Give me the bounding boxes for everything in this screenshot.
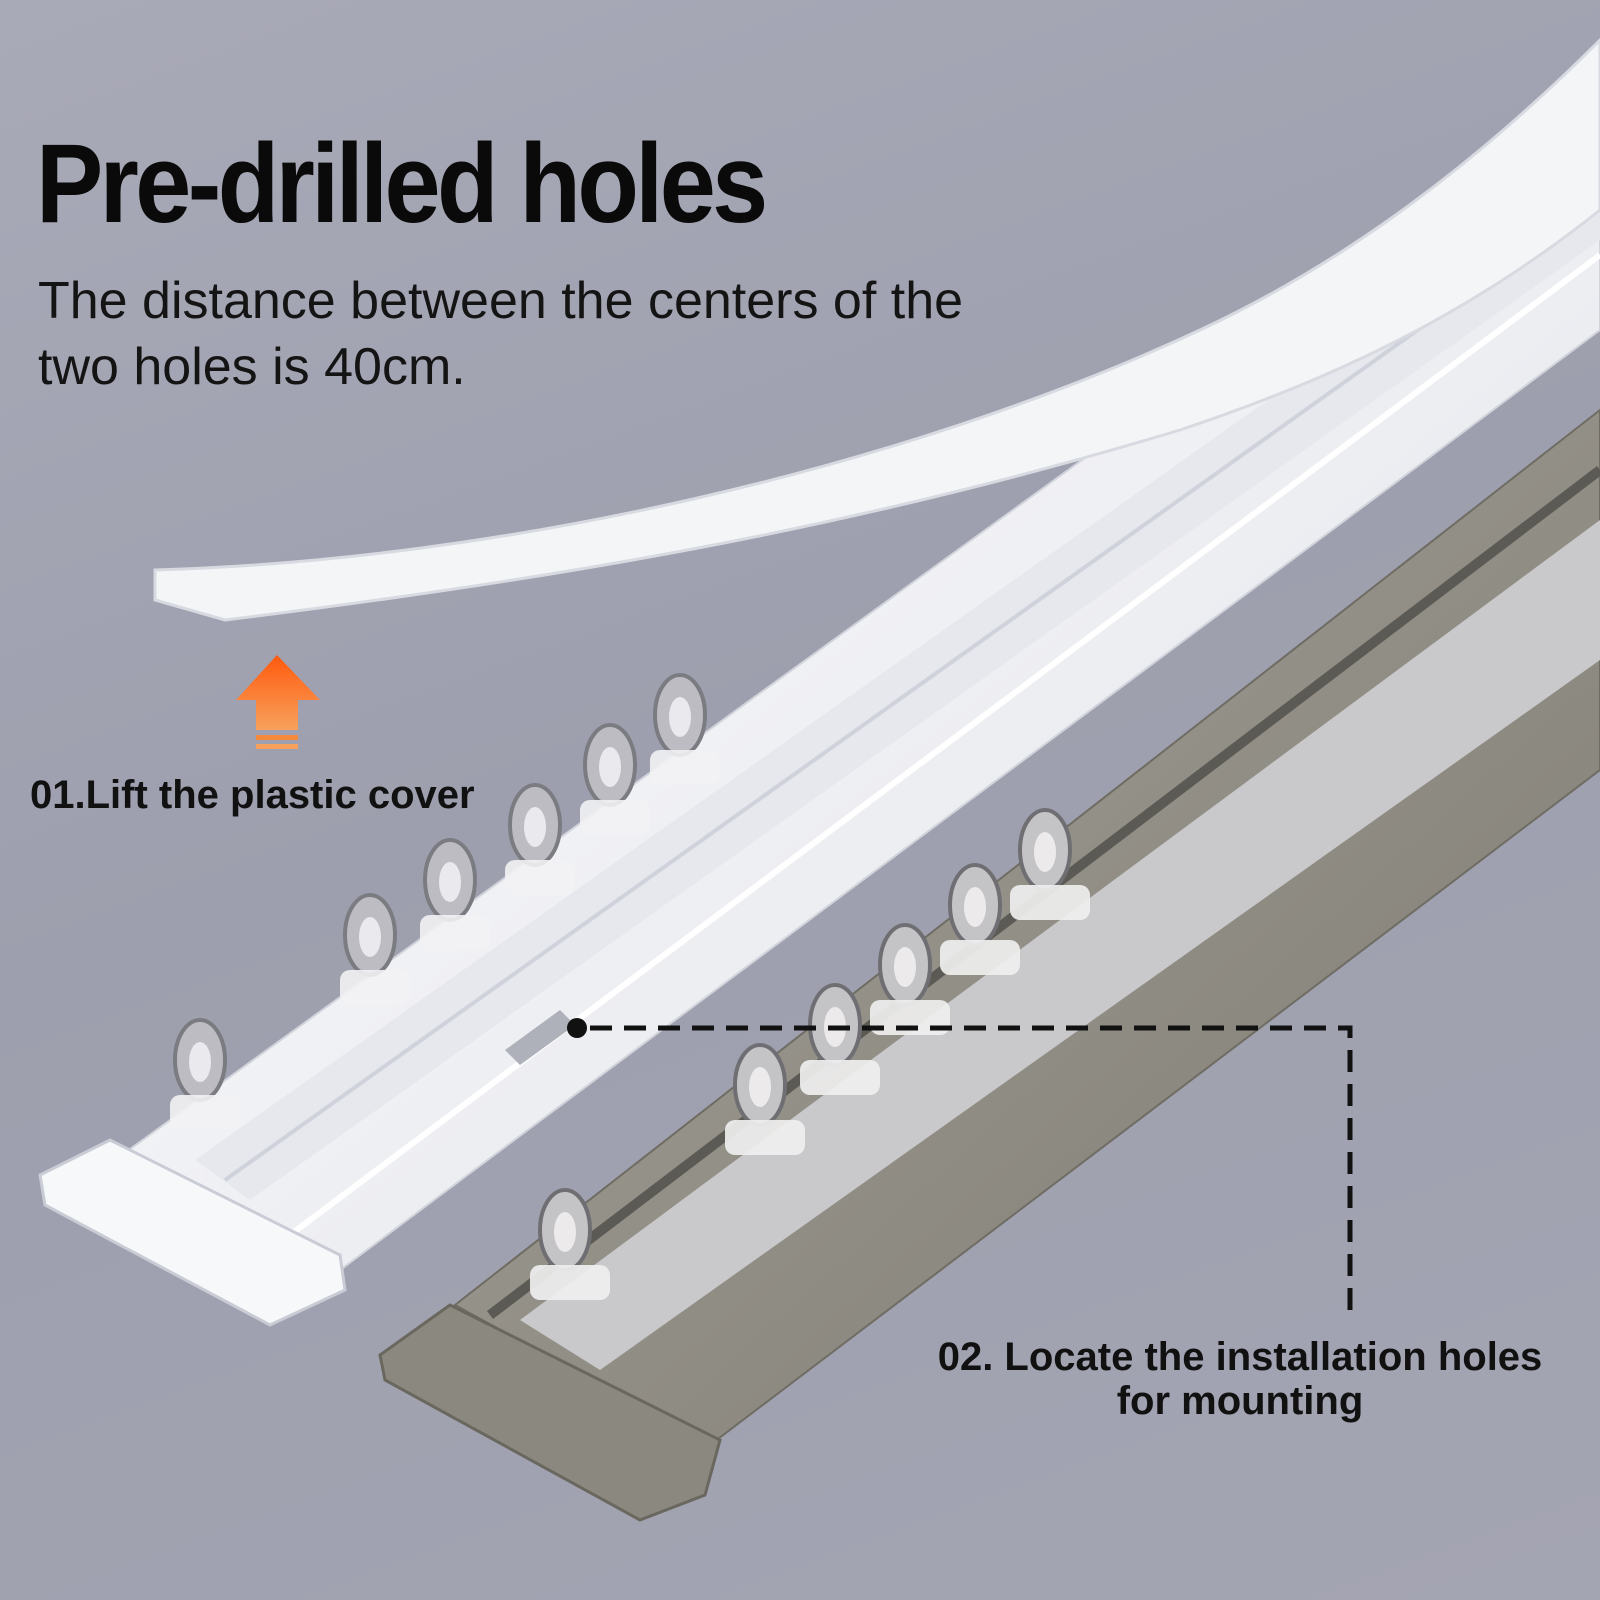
up-arrow-icon <box>236 655 320 749</box>
white-track-runners <box>170 673 720 1130</box>
plastic-cover-strip <box>153 37 1600 622</box>
step-2-label: 02. Locate the installation holes for mo… <box>885 1335 1595 1423</box>
step-1-label: 01.Lift the plastic cover <box>30 773 475 817</box>
step-2-line-1: 02. Locate the installation holes <box>937 1335 1543 1379</box>
grey-track-runners <box>530 808 1090 1300</box>
step-2-line-2: for mounting <box>1116 1379 1364 1423</box>
hole-distance-note: The distance between the centers of the … <box>38 272 964 396</box>
oval-slot <box>505 1010 575 1065</box>
page-title: Pre-drilled holes <box>36 121 768 246</box>
dashed-leader-line <box>567 1018 1353 1315</box>
